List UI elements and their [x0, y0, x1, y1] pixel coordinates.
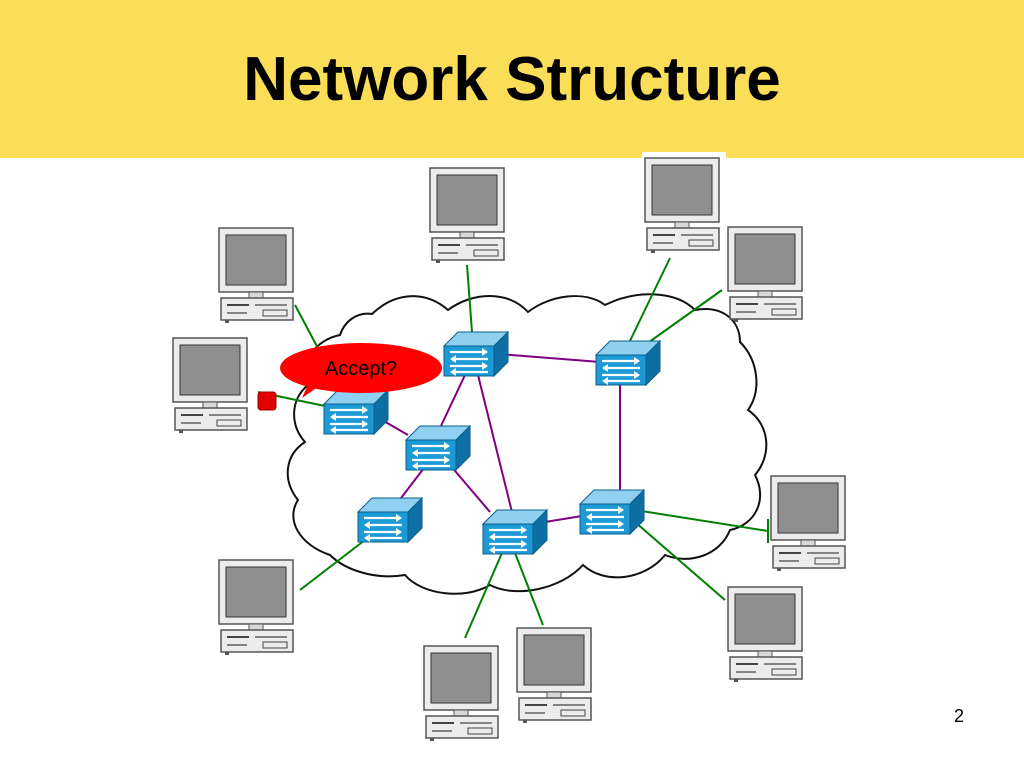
link-host-a: [294, 304, 321, 353]
link-switch-1-2: [497, 353, 601, 363]
blocked-port-icon: [257, 391, 277, 411]
link-switch-6-7: [544, 515, 583, 523]
link-switch-4-6: [449, 464, 491, 513]
switch-icon: [594, 339, 662, 387]
switch-icon: [356, 496, 424, 544]
switch-icon: [578, 488, 646, 536]
link-switch-1-4: [439, 374, 466, 429]
computer-icon: [218, 227, 294, 324]
computer-icon: [218, 559, 294, 656]
link-switch-4-5: [397, 467, 425, 503]
host-links: [257, 257, 769, 639]
switch-icon: [481, 508, 549, 556]
computer-icon: [429, 167, 505, 264]
title-bar: [0, 0, 1024, 158]
link-host-c: [466, 264, 473, 333]
accept-callout: Accept?: [280, 343, 442, 398]
link-host-e: [644, 289, 723, 346]
link-host-f: [634, 509, 769, 532]
switch-icon: [404, 424, 472, 472]
link-host-d: [627, 257, 671, 346]
page-number: 2: [953, 706, 964, 726]
link-host-i: [464, 552, 503, 639]
callout-text: Accept?: [325, 358, 397, 380]
link-host-g: [634, 521, 726, 601]
link-switch-1-6: [477, 374, 513, 513]
switch-icon: [442, 330, 510, 378]
link-host-j: [299, 539, 366, 591]
computer-icon: [516, 627, 592, 724]
computer-icon: [727, 586, 803, 683]
switch-links: [374, 353, 621, 523]
computer-icon: [644, 157, 720, 254]
computer-icon: [423, 645, 499, 742]
switch-icon: [322, 388, 390, 436]
link-host-h: [514, 552, 544, 626]
slide-title: Network Structure: [243, 45, 781, 114]
computer-icon: [770, 475, 846, 572]
computer-icon: [727, 226, 803, 323]
computer-icon: [172, 337, 248, 434]
